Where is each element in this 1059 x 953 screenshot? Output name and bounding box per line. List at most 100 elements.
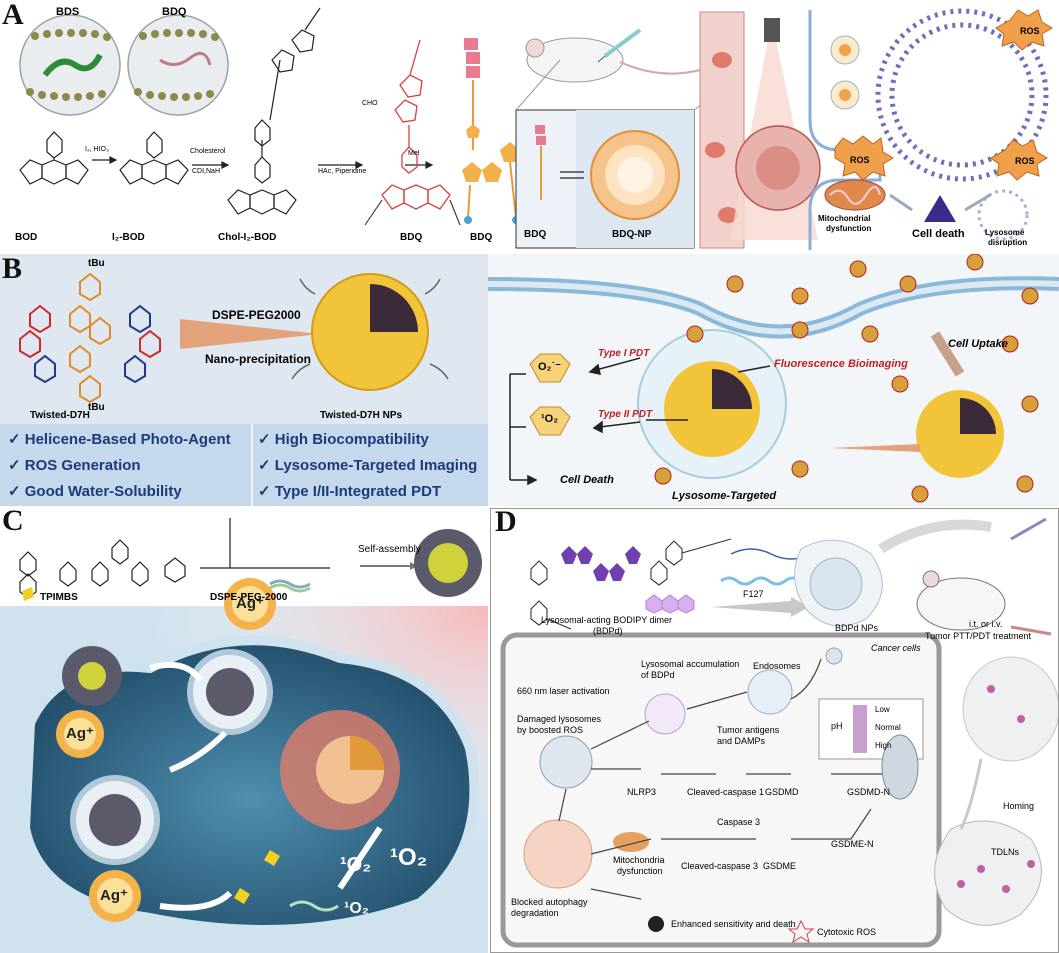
singlet-oxygen-label: ¹O₂ bbox=[541, 413, 559, 425]
panel-letter-b: B bbox=[2, 254, 23, 285]
f127-label: F127 bbox=[743, 589, 764, 599]
singlet-oxygen-3: ¹O₂ bbox=[344, 900, 369, 917]
homing-label: Homing bbox=[1003, 801, 1035, 811]
gsdmd-n-label: GSDMD-N bbox=[847, 787, 890, 797]
reagent-hac: HAc, Piperidine bbox=[318, 168, 367, 175]
tdlns-label: TDLNs bbox=[991, 847, 1020, 857]
inset-bdq-label: BDQ bbox=[524, 229, 547, 240]
panel-a-graphics bbox=[19, 7, 1053, 250]
accumulation-label-1: Lysosomal accumulation bbox=[641, 659, 740, 669]
arrow-label-nano: Nano-precipitation bbox=[205, 352, 312, 366]
label-bdq-schematic: BDQ bbox=[470, 232, 493, 243]
cell-death-label-b: Cell Death bbox=[560, 474, 614, 486]
o2-radical-label: O₂˙⁻ bbox=[538, 361, 561, 373]
feature-item: ✓ Type I/II-Integrated PDT bbox=[258, 483, 442, 500]
tbu-bottom-label: tBu bbox=[88, 402, 105, 413]
cell-uptake-label: Cell Uptake bbox=[948, 338, 1008, 350]
nlrp3-label: NLRP3 bbox=[627, 787, 657, 797]
panel-a: A BDS BDQ I₂, HIO₃ Cholesterol CDI,NaH C… bbox=[0, 0, 1059, 252]
ros-label-2: ROS bbox=[1020, 26, 1040, 36]
mito-label-1: Mitochondrial bbox=[818, 214, 871, 223]
blocked-label-2: degradation bbox=[511, 908, 559, 918]
tpimbs-label: TPIMBS bbox=[40, 592, 78, 603]
panel-letter-c: C bbox=[2, 508, 24, 537]
reagent-cholesterol: Cholesterol bbox=[190, 148, 226, 155]
feature-item: ✓ High Biocompatibility bbox=[258, 431, 429, 448]
laser-label: 660 nm laser activation bbox=[517, 686, 610, 696]
feature-list-right: ✓ High Biocompatibility ✓ Lysosome-Targe… bbox=[258, 430, 477, 506]
panel-b: B tBu tBu DSPE-PEG2000 Nano-precipitatio… bbox=[0, 254, 1059, 506]
reagent-cdi: CDI,NaH bbox=[192, 168, 221, 175]
cell-death-label: Cell death bbox=[912, 228, 965, 240]
ph-low: Low bbox=[875, 705, 890, 714]
enhanced-label: Enhanced sensitivity and death bbox=[671, 919, 796, 929]
ph-normal: Normal bbox=[875, 723, 901, 732]
lysosome-label-2: disruption bbox=[988, 238, 1028, 247]
np-label: Twisted-D7H NPs bbox=[320, 410, 403, 421]
reagent-mei: MeI bbox=[408, 150, 420, 157]
feature-item: ✓ Good Water-Solubility bbox=[8, 483, 182, 500]
cytotoxic-ros-label: Cytotoxic ROS bbox=[817, 927, 877, 937]
mito-label-d-1: Mitochondria bbox=[613, 855, 665, 865]
panel-d-graphics bbox=[500, 517, 1058, 948]
type-ii-pdt-label: Type II PDT bbox=[598, 409, 653, 420]
blocked-label-1: Blocked autophagy bbox=[511, 897, 588, 907]
ph-high: High bbox=[875, 741, 892, 750]
label-bod: BOD bbox=[15, 232, 38, 243]
ph-label: pH bbox=[831, 721, 843, 731]
ag-ion-3: Ag⁺ bbox=[100, 887, 128, 904]
antigens-label-2: and DAMPs bbox=[717, 736, 766, 746]
gsdme-label: GSDME bbox=[763, 861, 797, 871]
cancer-cells-label: Cancer cells bbox=[871, 643, 921, 653]
lysosome-label-1: Lysosome bbox=[985, 228, 1025, 237]
feature-list-left: ✓ Helicene-Based Photo-Agent ✓ ROS Gener… bbox=[8, 430, 231, 506]
self-assembly-label: Self-assembly bbox=[358, 544, 421, 555]
bdpd-title-1: Lysosomal-acting BODIPY dimer bbox=[541, 615, 673, 625]
bdq-top-label: BDQ bbox=[162, 6, 187, 18]
type-i-pdt-label: Type I PDT bbox=[598, 348, 650, 359]
label-bdq-structure: BDQ bbox=[400, 232, 423, 243]
treatment-label: Tumor PTT/PDT treatment bbox=[925, 631, 1032, 641]
accumulation-label-2: of BDPd bbox=[641, 670, 675, 680]
cleaved-caspase-1-label: Cleaved-caspase 1 bbox=[687, 787, 765, 797]
mito-label-d-2: dysfunction bbox=[617, 866, 663, 876]
dspe-label: DSPE-PEG-2000 bbox=[210, 592, 288, 603]
bdpd-title-2: (BDPd) bbox=[593, 626, 623, 636]
reagent-iodination: I₂, HIO₃ bbox=[85, 146, 109, 153]
bds-label: BDS bbox=[56, 6, 80, 18]
arrow-label-dspe: DSPE-PEG2000 bbox=[212, 308, 301, 322]
feature-item: ✓ Helicene-Based Photo-Agent bbox=[8, 431, 231, 448]
reagent-aldehyde: CHO bbox=[362, 100, 378, 107]
gsdmd-label: GSDMD bbox=[765, 787, 799, 797]
route-label: i.t. or i.v. bbox=[969, 619, 1003, 629]
inset-bdq-np-label: BDQ-NP bbox=[612, 229, 652, 240]
gsdme-n-label: GSDME-N bbox=[831, 839, 874, 849]
label-i2-bod: I₂-BOD bbox=[112, 232, 145, 243]
mito-label-2: dysfunction bbox=[826, 224, 872, 233]
damaged-label-2: by boosted ROS bbox=[517, 725, 584, 735]
feature-item: ✓ Lysosome-Targeted Imaging bbox=[258, 457, 478, 474]
panel-letter-a: A bbox=[2, 0, 24, 31]
antigens-label-1: Tumor antigens bbox=[717, 725, 780, 735]
ag-ion-2: Ag⁺ bbox=[66, 725, 94, 742]
ag-ion-1: Ag⁺ bbox=[236, 595, 264, 612]
tbu-top-label: tBu bbox=[88, 258, 105, 269]
panel-c-graphics bbox=[0, 508, 488, 953]
caspase-3-label: Caspase 3 bbox=[717, 817, 761, 827]
ros-label-3: ROS bbox=[1015, 156, 1035, 166]
panel-b-graphics bbox=[0, 254, 1059, 506]
feature-item: ✓ ROS Generation bbox=[8, 457, 141, 474]
molecule-label: Twisted-D7H bbox=[30, 410, 90, 421]
panel-letter-d: D bbox=[495, 508, 517, 538]
singlet-oxygen-1: ¹O₂ bbox=[340, 854, 372, 876]
fluorescence-label: Fluorescence Bioimaging bbox=[774, 358, 908, 370]
endosomes-label: Endosomes bbox=[753, 661, 801, 671]
cleaved-caspase-3-label: Cleaved-caspase 3 bbox=[681, 861, 759, 871]
singlet-oxygen-2: ¹O₂ bbox=[390, 844, 428, 871]
label-chol-i2-bod: Chol-I₂-BOD bbox=[218, 232, 277, 243]
panel-d: D Lysosomal-acting BODIPY dimer (BDPd) F… bbox=[490, 508, 1059, 953]
damaged-label-1: Damaged lysosomes bbox=[517, 714, 602, 724]
panel-c: C TPIMBS DSPE-PEG-2000 Self-assembly Ag⁺… bbox=[0, 508, 488, 953]
ros-label-1: ROS bbox=[850, 155, 870, 165]
bdpd-nps-label: BDPd NPs bbox=[835, 623, 879, 633]
